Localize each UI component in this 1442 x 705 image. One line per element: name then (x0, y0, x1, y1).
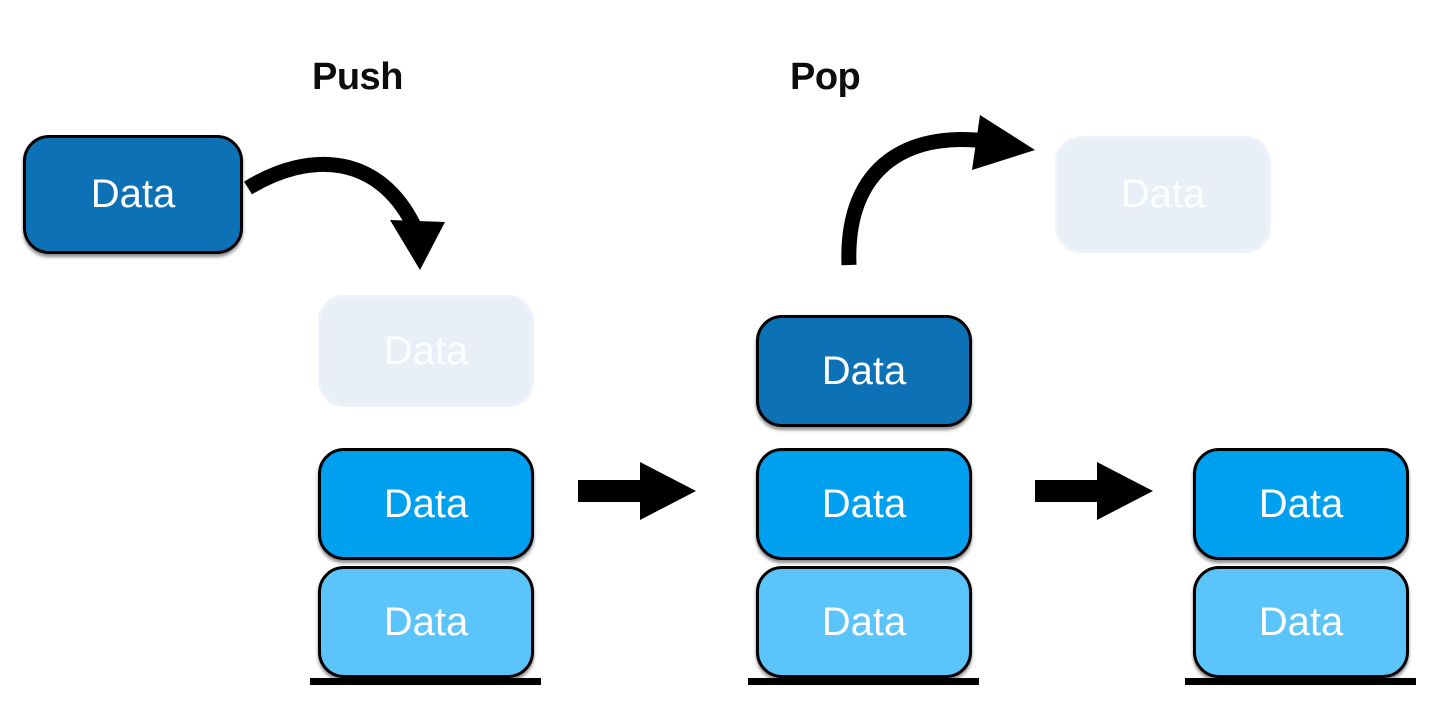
stack-slot-label: Data (821, 481, 907, 526)
stack-slot-label: Data (383, 328, 469, 373)
stack-floor (310, 678, 541, 685)
stack-slot-label: Data (383, 481, 469, 526)
stack-slot-label: Data (821, 599, 907, 644)
pop-label: Pop (790, 56, 861, 98)
stack-slot-middle: Data (756, 448, 972, 560)
stack-after-pop: Data Data (1185, 293, 1416, 685)
stack-slot-label: Data (1258, 481, 1344, 526)
transition-arrow-1-icon (578, 462, 696, 520)
push-arrow-icon (240, 120, 450, 280)
push-label: Push (312, 56, 403, 98)
transition-arrow-2-icon (1035, 462, 1153, 520)
popped-data-box-label: Data (1120, 172, 1206, 216)
stack-slot-bottom: Data (756, 566, 972, 678)
stack-slot-middle: Data (318, 448, 534, 560)
stack-before-push: Data Data Data (310, 293, 541, 685)
pop-arrow-icon (820, 105, 1050, 270)
popped-data-box: Data (1055, 136, 1271, 253)
stack-slot-label: Data (821, 348, 907, 393)
source-data-box-label: Data (90, 172, 176, 216)
stack-slot-top: Data (318, 295, 534, 407)
stack-slot-top-empty (1193, 295, 1409, 407)
source-data-box: Data (23, 135, 243, 254)
stack-slot-top: Data (756, 315, 972, 427)
stack-slot-bottom: Data (1193, 566, 1409, 678)
stack-slot-middle: Data (1193, 448, 1409, 560)
stack-slot-label: Data (383, 599, 469, 644)
stack-floor (748, 678, 979, 685)
stack-slot-bottom: Data (318, 566, 534, 678)
stack-after-push: Data Data Data (748, 293, 979, 685)
stack-floor (1185, 678, 1416, 685)
stack-slot-label: Data (1258, 599, 1344, 644)
